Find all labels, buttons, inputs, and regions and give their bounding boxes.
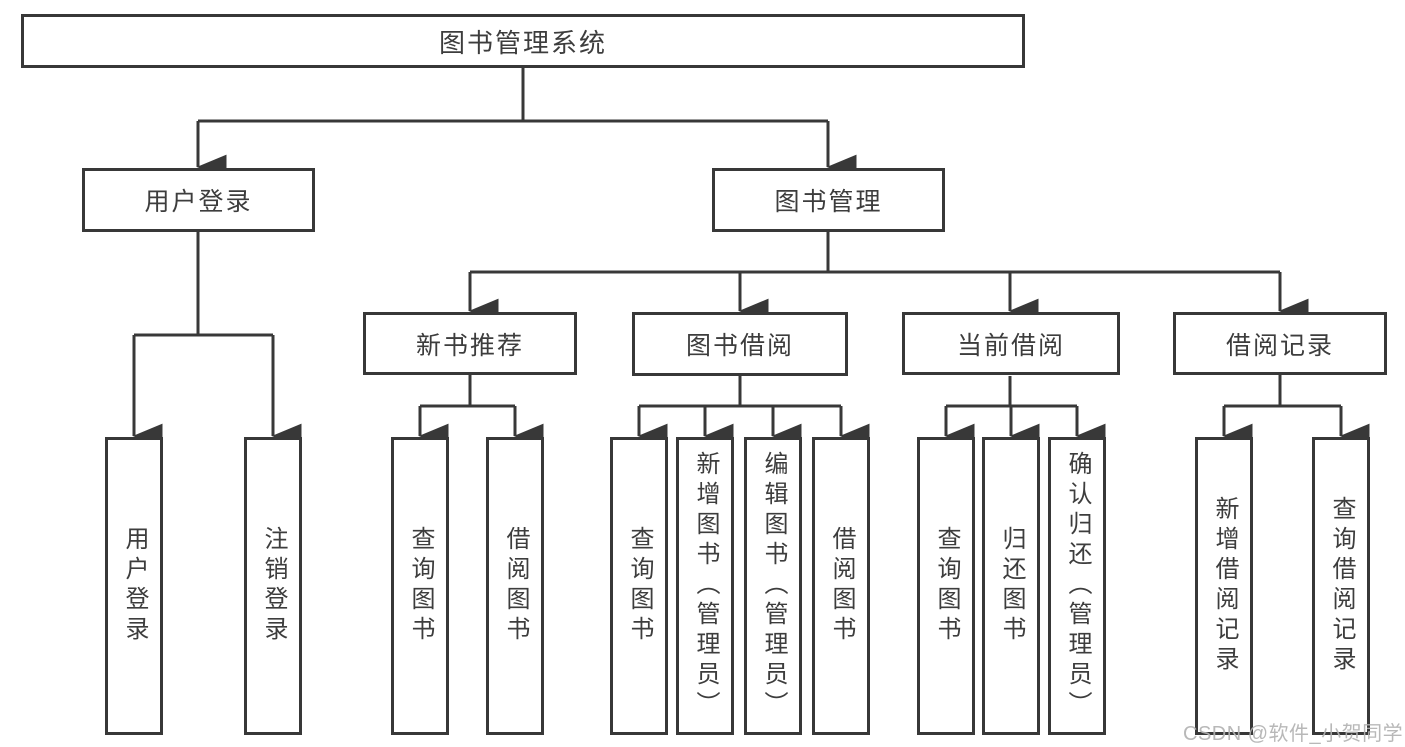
node-book-management: 图书管理: [712, 168, 945, 232]
node-label: 查询借阅记录: [1328, 496, 1355, 676]
leaf-newrec-query-books: 查询图书: [391, 437, 449, 735]
node-current-borrowing: 当前借阅: [902, 312, 1120, 375]
node-label: 借阅记录: [1225, 331, 1334, 360]
node-new-book-recommendation: 新书推荐: [363, 312, 577, 375]
leaf-borrow-borrow-books: 借阅图书: [812, 437, 870, 735]
node-label: 查询图书: [626, 526, 653, 646]
node-borrowing-records: 借阅记录: [1173, 312, 1387, 375]
node-label: 图书管理系统: [438, 27, 607, 58]
leaf-user-login: 用户登录: [105, 437, 163, 735]
node-label: 新书推荐: [415, 331, 524, 360]
node-label: 注销登录: [260, 526, 287, 646]
node-label: 新增借阅记录: [1211, 496, 1238, 676]
node-label: 新增图书（管理员）: [692, 451, 719, 721]
node-label: 编辑图书（管理员）: [760, 451, 787, 721]
watermark: CSDN @软件_小贺同学: [1183, 723, 1404, 745]
leaf-current-query-books: 查询图书: [917, 437, 975, 735]
node-label: 查询图书: [933, 526, 960, 646]
leaf-records-query-record: 查询借阅记录: [1312, 437, 1370, 735]
node-system-root: 图书管理系统: [21, 14, 1025, 68]
leaf-logout: 注销登录: [244, 437, 302, 735]
leaf-borrow-edit-books-admin: 编辑图书（管理员）: [744, 437, 802, 735]
node-label: 借阅图书: [828, 526, 855, 646]
leaf-borrow-query-books: 查询图书: [610, 437, 668, 735]
node-label: 查询图书: [407, 526, 434, 646]
leaf-current-return-books: 归还图书: [982, 437, 1040, 735]
node-label: 归还图书: [998, 526, 1025, 646]
leaf-borrow-add-books-admin: 新增图书（管理员）: [676, 437, 734, 735]
node-label: 图书管理: [774, 188, 883, 216]
node-label: 图书借阅: [685, 332, 794, 360]
node-book-borrowing: 图书借阅: [632, 312, 848, 376]
node-label: 用户登录: [144, 188, 253, 216]
leaf-current-confirm-return-admin: 确认归还（管理员）: [1048, 437, 1106, 735]
leaf-newrec-borrow-books: 借阅图书: [486, 437, 544, 735]
node-label: 用户登录: [121, 526, 148, 646]
node-label: 确认归还（管理员）: [1064, 451, 1091, 721]
node-label: 借阅图书: [502, 526, 529, 646]
node-label: 当前借阅: [956, 331, 1065, 360]
node-user-login: 用户登录: [82, 168, 315, 232]
leaf-records-add-record: 新增借阅记录: [1195, 437, 1253, 735]
